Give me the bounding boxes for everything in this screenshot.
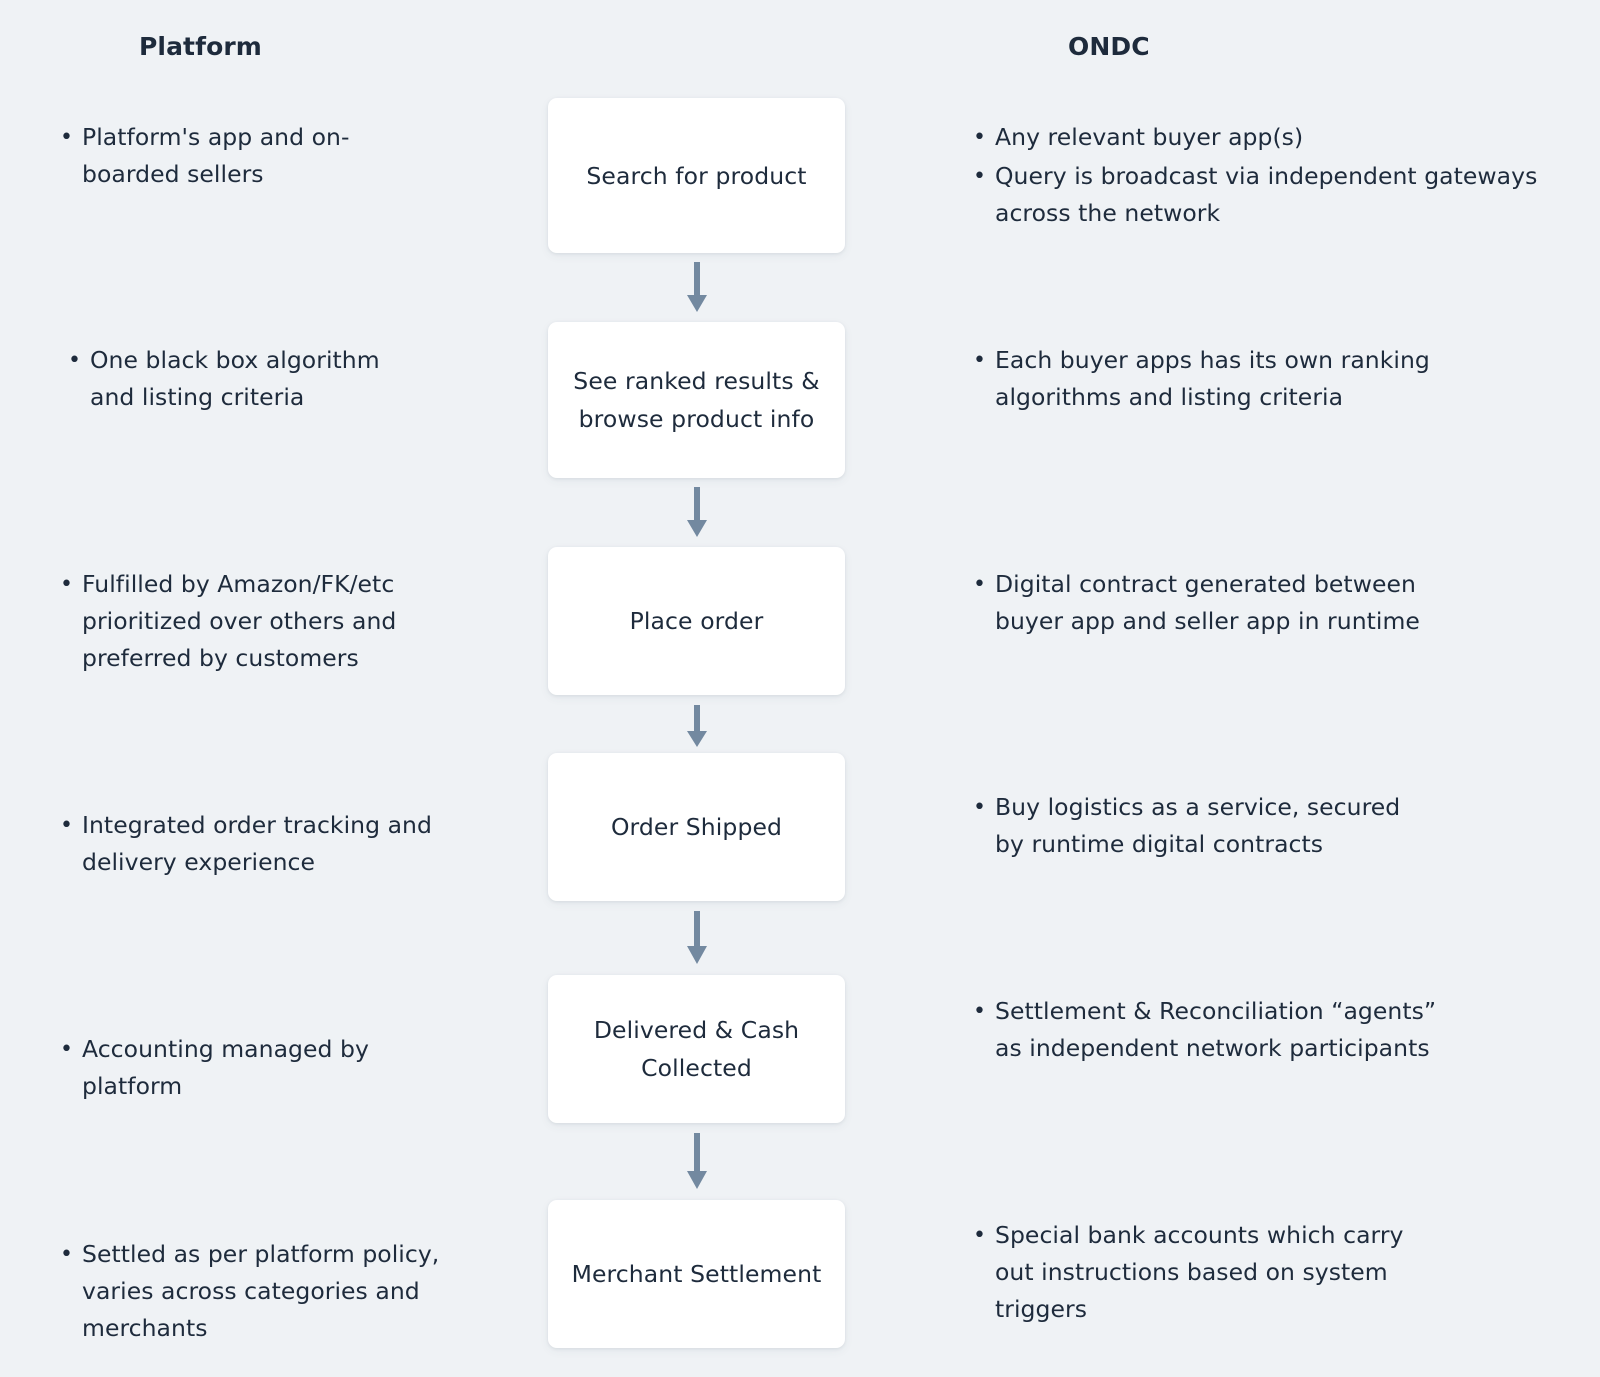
bullet-icon [60,1236,82,1273]
bullet-icon [973,566,995,603]
flow-step-label: Order Shipped [610,813,783,841]
list-item-label: Accounting managed by platform [82,1035,369,1100]
list-item-label: Special bank accounts which carry out in… [995,1221,1404,1323]
list-item: Buy logistics as a service, secured by r… [973,789,1433,865]
list-item: One black box algorithm and listing crit… [68,342,418,418]
list-item-label: Settled as per platform policy, varies a… [82,1240,440,1342]
bullet-icon [60,1031,82,1068]
arrow-down-icon [548,1133,845,1191]
bullet-icon [973,158,995,195]
bullet-icon [973,789,995,826]
flow-step-see-ranked-results[interactable]: See ranked results & browse product info [548,322,845,478]
list-item: Each buyer apps has its own ranking algo… [973,342,1458,418]
list-item: Settlement & Reconciliation “agents” as … [973,993,1453,1069]
ondc-column-header: ONDC [1068,32,1150,61]
flow-step-label: Delivered & Cash Collected [593,1016,800,1082]
bullet-icon [60,119,82,156]
flow-step-merchant-settlement[interactable]: Merchant Settlement [548,1200,845,1348]
list-item: Special bank accounts which carry out in… [973,1217,1423,1330]
flow-step-order-shipped[interactable]: Order Shipped [548,753,845,901]
list-item-label: Platform's app and on-boarded sellers [82,123,350,188]
list-item: Accounting managed by platform [60,1031,390,1107]
arrow-down-icon [548,911,845,966]
flow-step-label: Merchant Settlement [571,1260,822,1288]
list-item-label: Integrated order tracking and delivery e… [82,811,432,876]
list-item: Integrated order tracking and delivery e… [60,807,448,883]
flow-step-label: See ranked results & browse product info [573,367,820,433]
flow-step-delivered-cash-collected[interactable]: Delivered & Cash Collected [548,975,845,1123]
bullet-icon [60,807,82,844]
bullet-icon [973,993,995,1030]
bullet-icon [973,1217,995,1254]
list-item: Settled as per platform policy, varies a… [60,1236,455,1349]
list-item-label: Fulfilled by Amazon/FK/etc prioritized o… [82,570,397,672]
list-item-label: Any relevant buyer app(s) [995,123,1304,151]
list-item-label: Buy logistics as a service, secured by r… [995,793,1401,858]
flow-step-place-order[interactable]: Place order [548,547,845,695]
bullet-icon [60,566,82,603]
flow-step-label: Search for product [586,161,807,190]
flow-step-search-for-product[interactable]: Search for product [548,98,845,253]
arrow-down-icon [548,487,845,539]
bullet-icon [68,342,90,379]
list-item-label: Each buyer apps has its own ranking algo… [995,346,1430,411]
list-item: Digital contract generated between buyer… [973,566,1443,642]
list-item-label: Settlement & Reconciliation “agents” as … [995,997,1437,1062]
arrow-down-icon [548,705,845,749]
list-item-label: Query is broadcast via independent gatew… [995,162,1538,227]
list-item-label: Digital contract generated between buyer… [995,570,1420,635]
list-item-label: One black box algorithm and listing crit… [90,346,380,411]
flow-step-label: Place order [629,607,764,635]
bullet-icon [973,342,995,379]
list-item: Any relevant buyer app(s) Query is broad… [973,119,1558,234]
arrow-down-icon [548,262,845,314]
list-item: Platform's app and on-boarded sellers [60,119,400,195]
platform-column-header: Platform [139,32,262,61]
list-item: Fulfilled by Amazon/FK/etc prioritized o… [60,566,440,679]
bullet-icon [973,119,995,156]
